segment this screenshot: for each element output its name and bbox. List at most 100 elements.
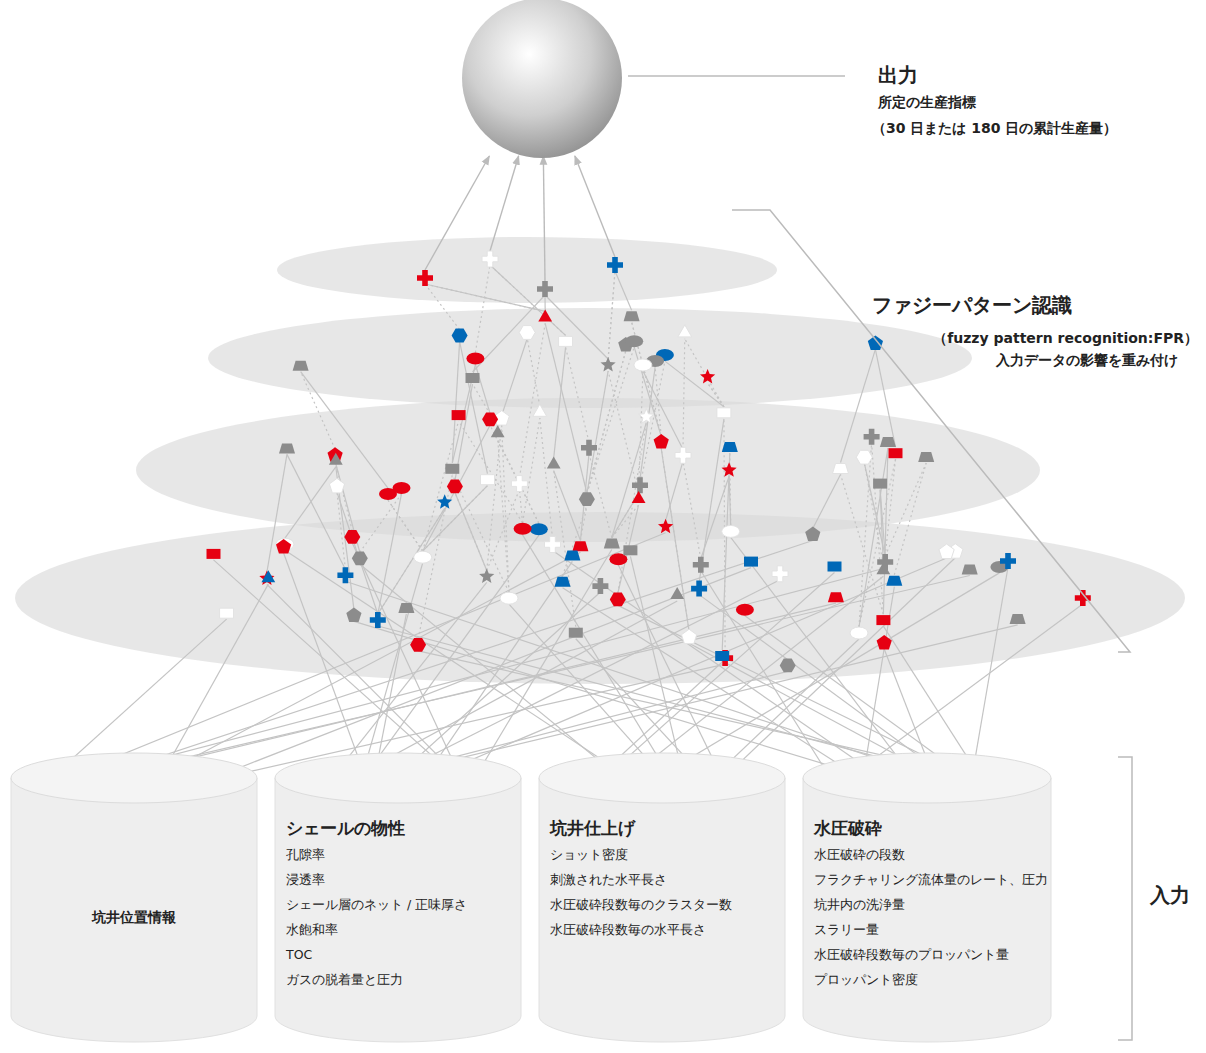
feature-symbol [877, 635, 892, 650]
network-link [643, 371, 683, 449]
network-link [587, 351, 626, 493]
feature-symbol [279, 443, 295, 453]
feature-symbol [877, 554, 893, 570]
network-link [498, 439, 539, 523]
network-link [423, 486, 488, 551]
parameter-item: 水圧破砕段数毎の水平長さ [550, 917, 776, 942]
network-link [72, 576, 970, 784]
network-link [813, 474, 841, 528]
feature-symbol [678, 325, 692, 337]
feature-symbol [873, 479, 887, 489]
network-link [885, 459, 895, 556]
network-link [971, 567, 1008, 784]
network-link [337, 492, 378, 614]
feature-symbol [559, 336, 573, 346]
cylinder-top [275, 753, 521, 803]
feature-symbol [962, 565, 978, 575]
feature-symbol [276, 539, 291, 554]
feature-symbol [833, 464, 849, 474]
network-link [335, 461, 360, 552]
network-link [62, 568, 885, 784]
network-link [425, 284, 460, 330]
network-link [841, 349, 876, 462]
feature-symbol [639, 409, 654, 424]
group-heading: 水圧破砕 [814, 814, 1042, 842]
parameter-item: 水飽和率 [286, 917, 512, 942]
feature-symbol [632, 477, 648, 493]
network-link [639, 371, 643, 493]
section-heading: 入力 [1150, 882, 1190, 909]
section-note: （30 日または 180 日の累計生産量） [872, 120, 1117, 138]
network-link [618, 423, 647, 594]
network-link [630, 556, 685, 784]
parameter-item: 浸透率 [286, 867, 512, 892]
feature-symbol [533, 404, 547, 416]
feature-symbol [1075, 590, 1091, 606]
network-link [717, 558, 955, 784]
cylinder-shape [10, 752, 258, 1044]
feature-symbol [722, 442, 738, 452]
network-link [708, 383, 724, 407]
feature-symbol [545, 537, 561, 553]
network-link [880, 490, 883, 565]
feature-symbol [805, 527, 820, 542]
parameter-item: シェール層のネット / 正味厚さ [286, 892, 512, 917]
feature-symbol [675, 447, 691, 463]
feature-symbol [623, 545, 637, 555]
network-link [685, 339, 724, 407]
network-link [421, 561, 573, 784]
feature-symbol [579, 492, 595, 506]
feature-symbol [700, 369, 715, 384]
feature-symbol [682, 629, 697, 644]
group-heading: シェールの物性 [286, 814, 512, 842]
input-cylinder: 坑井仕上げショット密度刺激された水平長さ水圧破砕段数毎のクラスター数水圧破砕段数… [538, 752, 786, 1042]
feature-symbol [658, 519, 673, 534]
cylinder-top [539, 753, 785, 803]
feature-symbol [259, 570, 274, 585]
parameter-item: スラリー量 [814, 917, 1042, 942]
feature-symbol [207, 549, 221, 559]
network-link [544, 295, 545, 311]
network-link [460, 342, 488, 474]
feature-symbol [293, 361, 309, 371]
network-link [473, 384, 498, 427]
cylinder-content: 水圧破砕水圧破砕の段数フラクチャリング流体量のレート、圧力坑井内の洗浄量スラリー… [802, 752, 1052, 1004]
feature-symbol [337, 567, 353, 583]
section-heading: 出力 [878, 62, 918, 89]
network-link [423, 486, 488, 551]
output-sphere [462, 0, 622, 158]
feature-symbol [693, 557, 709, 573]
parameter-item: TOC [286, 942, 512, 967]
network-link [729, 476, 731, 525]
network-link [841, 474, 884, 614]
feature-symbol [632, 491, 646, 503]
feature-symbol [634, 359, 652, 371]
feature-symbol [572, 541, 588, 551]
feature-symbol [537, 281, 553, 297]
network-link [375, 580, 780, 784]
cylinder-top [803, 753, 1051, 803]
fpr-layers [15, 237, 1185, 684]
feature-symbol [610, 593, 626, 607]
feature-symbol [479, 569, 494, 584]
network-link [554, 470, 576, 626]
network-links [44, 156, 1082, 784]
feature-symbol [514, 523, 532, 535]
layer-disc [136, 398, 1040, 542]
feature-symbol [481, 475, 495, 485]
feature-symbol [939, 544, 954, 559]
feature-symbol [1000, 553, 1016, 569]
network-link [639, 361, 665, 493]
network-link [731, 537, 918, 784]
network-link [388, 500, 423, 551]
feature-symbol [592, 578, 608, 594]
feature-symbol [601, 357, 616, 372]
fpr-bracket [732, 210, 1130, 652]
network-link [875, 349, 895, 447]
network-link [683, 461, 701, 558]
parameter-item: 坑井位置情報 [20, 905, 248, 930]
feature-symbol [437, 494, 452, 509]
input-cylinder: 坑井位置情報 [10, 752, 258, 1042]
feature-symbol [370, 612, 386, 628]
network-link [487, 425, 502, 571]
